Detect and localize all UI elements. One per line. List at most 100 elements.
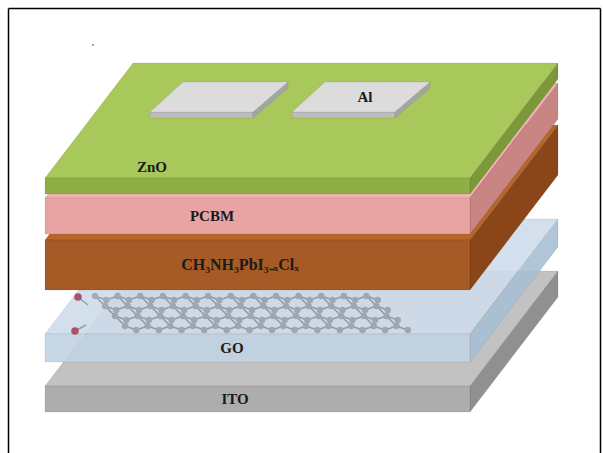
carbon-atom xyxy=(250,293,256,299)
al-pad-face xyxy=(150,112,253,118)
carbon-atom xyxy=(261,297,267,303)
carbon-atom xyxy=(214,317,220,323)
oxygen-atom xyxy=(71,327,79,335)
carbon-atom xyxy=(291,327,297,333)
carbon-atom xyxy=(122,323,128,329)
layer-face xyxy=(45,63,558,178)
carbon-atom xyxy=(280,323,286,329)
carbon-atom xyxy=(393,323,399,329)
carbon-atom xyxy=(147,303,153,309)
carbon-atom xyxy=(339,307,345,313)
carbon-atom xyxy=(307,297,313,303)
layer-face xyxy=(45,83,558,198)
carbon-atom xyxy=(382,327,388,333)
carbon-atom xyxy=(281,317,287,323)
carbon-atom xyxy=(361,313,367,319)
speck xyxy=(92,44,94,46)
layer-face xyxy=(45,198,470,234)
carbon-atom xyxy=(212,323,218,329)
frame-line xyxy=(8,9,10,453)
carbon-atom xyxy=(348,323,354,329)
carbon-atom xyxy=(182,293,188,299)
carbon-atom xyxy=(191,317,197,323)
carbon-atom xyxy=(304,317,310,323)
layer-face xyxy=(45,219,558,334)
carbon-atom xyxy=(171,297,177,303)
carbon-atom xyxy=(395,317,401,323)
carbon-atom xyxy=(269,327,275,333)
layer-label: ZnO xyxy=(137,159,167,176)
carbon-atom xyxy=(305,303,311,309)
carbon-atom xyxy=(215,303,221,309)
carbon-atom xyxy=(405,327,411,333)
carbon-atom xyxy=(228,293,234,299)
carbon-atom xyxy=(327,317,333,323)
carbon-atom xyxy=(123,317,129,323)
carbon-atom xyxy=(216,297,222,303)
carbon-atom xyxy=(194,297,200,303)
carbon-atom xyxy=(273,293,279,299)
carbon-atom xyxy=(239,297,245,303)
layer-shape xyxy=(45,63,558,194)
layer-face xyxy=(292,112,395,118)
carbon-atom xyxy=(371,323,377,329)
carbon-atom xyxy=(293,313,299,319)
carbon-atom xyxy=(181,307,187,313)
carbon-atom xyxy=(168,317,174,323)
layer-face xyxy=(45,271,558,386)
carbon-atom xyxy=(375,297,381,303)
carbon-atom xyxy=(235,323,241,329)
carbon-atom xyxy=(329,297,335,303)
carbon-atom xyxy=(373,303,379,309)
carbon-atom xyxy=(157,313,163,319)
carbon-atom xyxy=(260,303,266,309)
carbon-atom xyxy=(133,327,139,333)
layer-label: Al xyxy=(358,89,373,106)
carbon-atom xyxy=(270,313,276,319)
carbon-atom xyxy=(325,323,331,329)
carbon-atom xyxy=(385,307,391,313)
carbon-atom xyxy=(317,307,323,313)
al-electrode: Al xyxy=(292,82,430,118)
layer-face xyxy=(45,240,470,290)
carbon-atom xyxy=(318,293,324,299)
carbon-atom xyxy=(190,323,196,329)
frame-line xyxy=(600,9,602,453)
carbon-atom xyxy=(351,303,357,309)
carbon-atom xyxy=(224,327,230,333)
carbon-atom xyxy=(148,297,154,303)
carbon-atom xyxy=(112,313,118,319)
carbon-atom xyxy=(156,327,162,333)
carbon-atom xyxy=(180,313,186,319)
carbon-atom xyxy=(248,313,254,319)
carbon-atom xyxy=(113,307,119,313)
carbon-atom xyxy=(238,303,244,309)
carbon-atom xyxy=(303,323,309,329)
carbon-atom xyxy=(359,327,365,333)
carbon-atom xyxy=(352,297,358,303)
graphene-sheet xyxy=(71,293,411,335)
carbon-atom xyxy=(103,297,109,303)
carbon-atom xyxy=(102,303,108,309)
carbon-atom xyxy=(315,313,321,319)
carbon-atom xyxy=(337,327,343,333)
carbon-atom xyxy=(341,293,347,299)
carbon-atom xyxy=(362,307,368,313)
carbon-atom xyxy=(236,317,242,323)
carbon-atom xyxy=(146,317,152,323)
carbon-atom xyxy=(167,323,173,329)
carbon-atom xyxy=(202,313,208,319)
carbon-atom xyxy=(126,297,132,303)
carbon-atom xyxy=(136,307,142,313)
carbon-atom xyxy=(134,313,140,319)
carbon-atom xyxy=(205,293,211,299)
carbon-atom xyxy=(226,307,232,313)
carbon-atom xyxy=(259,317,265,323)
carbon-atom xyxy=(328,303,334,309)
carbon-atom xyxy=(144,323,150,329)
layer-label: PCBM xyxy=(190,208,234,225)
zno-layer: ZnO Al xyxy=(45,63,558,194)
layer-label: CH₃NH₃PbI₃₋ₓClₓ xyxy=(181,256,298,274)
layer-face xyxy=(45,386,470,412)
